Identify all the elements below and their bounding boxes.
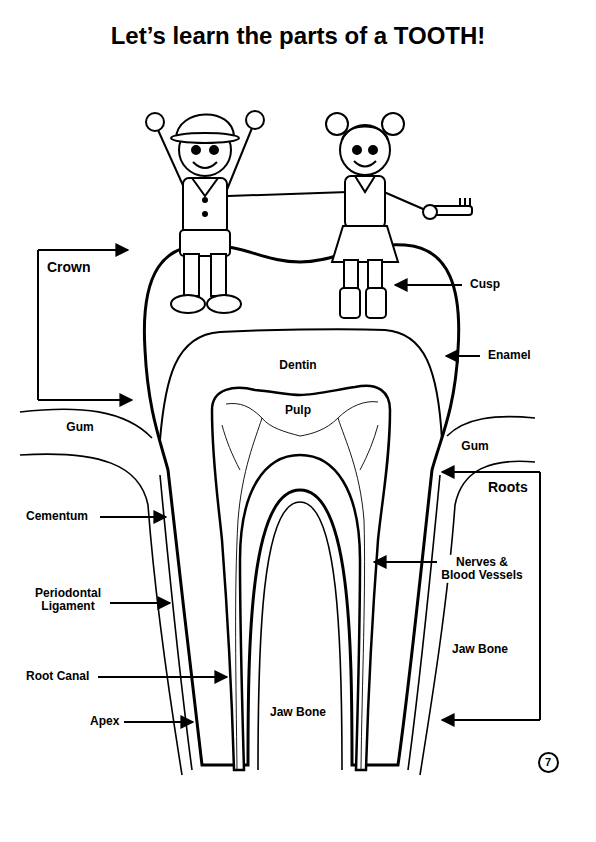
part-label: Cementum [24, 509, 90, 524]
gum-line [20, 409, 152, 438]
part-label: Periodontal Ligament [29, 586, 107, 614]
part-label: Gum [64, 420, 95, 435]
bone-line [20, 454, 182, 775]
ligament-arch [258, 502, 342, 770]
girl-figure [228, 113, 472, 318]
pulp-outline [212, 386, 390, 770]
page-number: 7 [545, 757, 551, 768]
part-label: Cusp [468, 277, 502, 292]
leader-lines [38, 250, 540, 722]
page-number-circle: 7 [538, 752, 559, 773]
part-label: Apex [88, 714, 121, 729]
tooth-outline [144, 245, 458, 765]
nerves [222, 402, 378, 770]
boy-figure [146, 111, 264, 313]
part-label: Gum [459, 439, 490, 454]
part-label: Pulp [283, 403, 313, 418]
part-label: Enamel [486, 348, 533, 363]
part-label: Jaw Bone [268, 705, 328, 720]
page-title: Let’s learn the parts of a TOOTH! [0, 22, 596, 50]
part-label: Crown [45, 259, 93, 276]
part-label: Dentin [277, 358, 318, 373]
part-label: Jaw Bone [450, 642, 510, 657]
part-label: Nerves & Blood Vessels [437, 555, 527, 583]
part-label: Root Canal [24, 669, 91, 684]
gum-line [447, 417, 535, 436]
part-label: Roots [486, 479, 530, 496]
